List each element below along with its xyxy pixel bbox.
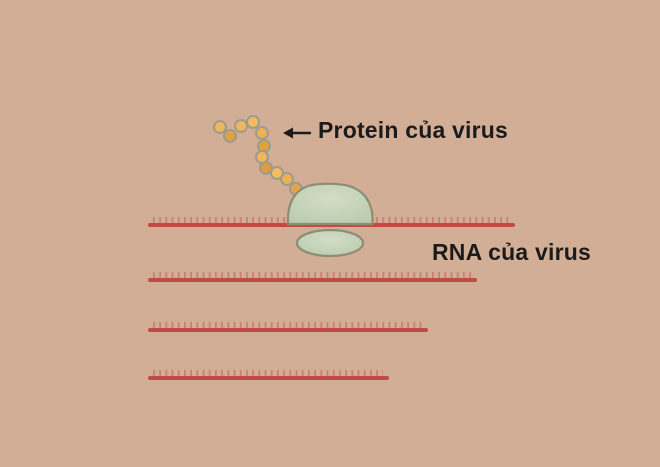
protein-bead	[255, 126, 269, 140]
rna-label: RNA của virus	[432, 239, 591, 265]
rna-strand	[148, 322, 428, 332]
protein-bead	[257, 139, 271, 153]
arrow-head	[283, 127, 293, 139]
protein-bead	[213, 120, 227, 134]
rna-backbone	[148, 376, 389, 380]
arrow-icon	[283, 127, 311, 139]
rna-strand	[148, 370, 389, 380]
protein-bead	[280, 172, 294, 186]
rna-strand	[148, 272, 477, 282]
protein-label: Protein của virus	[318, 117, 509, 143]
rna-backbone	[148, 278, 477, 282]
protein-bead	[223, 129, 237, 143]
protein-bead	[234, 119, 248, 133]
protein-bead	[259, 161, 273, 175]
protein-bead	[270, 166, 284, 180]
rna-strands-group	[148, 217, 515, 380]
ribosome	[286, 182, 374, 258]
ribosome-large-subunit	[286, 182, 374, 226]
rna-backbone	[148, 328, 428, 332]
protein-chain	[213, 115, 303, 196]
ribosome-small-subunit	[295, 228, 365, 258]
protein-bead	[246, 115, 260, 129]
